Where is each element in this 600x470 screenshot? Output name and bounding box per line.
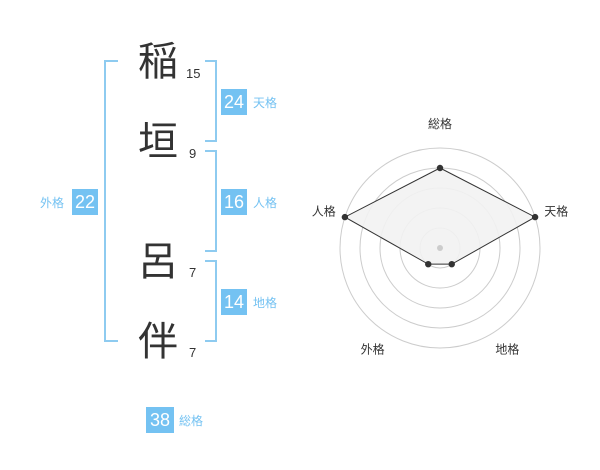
radar-point bbox=[448, 260, 455, 268]
radar-axis-label: 外格 bbox=[361, 341, 385, 356]
radar-axis-label: 天格 bbox=[544, 204, 568, 219]
radar-point bbox=[531, 213, 539, 221]
radar-area bbox=[343, 167, 537, 265]
given-char-2: 伴 bbox=[138, 319, 178, 365]
gaikaku-label: 外格 bbox=[40, 196, 65, 210]
jinkaku-bracket bbox=[205, 150, 217, 252]
tenkaku-label: 天格 bbox=[253, 96, 278, 110]
surname-char-1: 稲 bbox=[138, 39, 178, 85]
given-char-1: 呂 bbox=[138, 239, 178, 285]
radar-axis-label: 人格 bbox=[312, 204, 336, 219]
soukaku-value: 38 bbox=[146, 407, 174, 433]
radar-center-dot bbox=[437, 245, 443, 251]
surname-char-1-strokes: 15 bbox=[186, 66, 201, 81]
surname-char-2-strokes: 9 bbox=[189, 146, 197, 161]
radar-point bbox=[436, 164, 444, 172]
jinkaku-label: 人格 bbox=[253, 196, 278, 210]
gaikaku-value: 22 bbox=[72, 189, 98, 215]
chikaku-bracket bbox=[205, 260, 217, 342]
chikaku-label: 地格 bbox=[253, 296, 278, 310]
given-char-1-strokes: 7 bbox=[189, 265, 197, 280]
radar-axis-label: 総格 bbox=[428, 116, 452, 131]
tenkaku-value: 24 bbox=[221, 89, 247, 115]
jinkaku-value: 16 bbox=[221, 189, 247, 215]
radar-point bbox=[425, 260, 432, 268]
radar-point bbox=[341, 213, 349, 221]
radar-grid-ring bbox=[339, 147, 541, 349]
chikaku-value: 14 bbox=[221, 289, 247, 315]
gaikaku-bracket bbox=[104, 60, 118, 342]
tenkaku-bracket bbox=[205, 60, 217, 142]
surname-char-2: 垣 bbox=[138, 119, 178, 165]
soukaku-label: 総格 bbox=[179, 414, 204, 428]
radar-axis-label: 地格 bbox=[495, 341, 519, 356]
given-char-2-strokes: 7 bbox=[189, 345, 197, 360]
